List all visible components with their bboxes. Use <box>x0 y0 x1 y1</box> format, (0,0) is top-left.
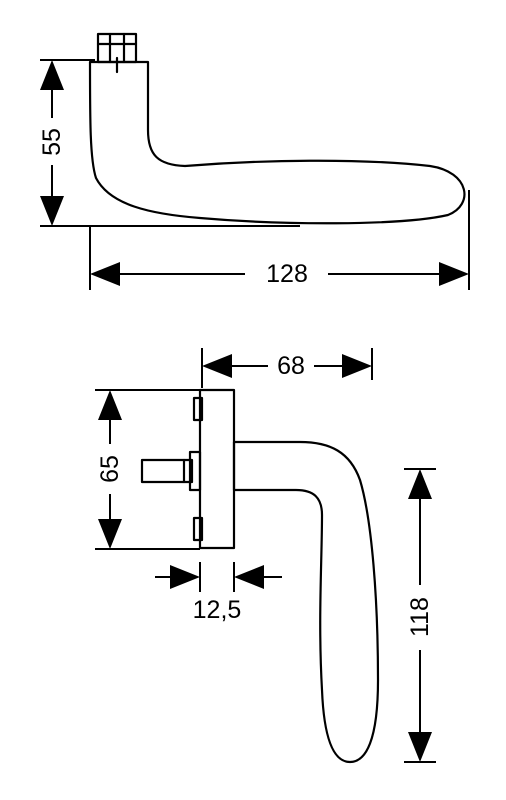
arrow-up <box>98 390 122 420</box>
screw-head-top <box>192 396 204 422</box>
top-view: 55 128 <box>38 32 470 290</box>
arrow-down <box>40 196 64 226</box>
dim-118: 118 <box>404 468 436 763</box>
spindle-square-top <box>96 32 138 74</box>
screw-head-bottom <box>192 516 204 542</box>
dim-65: 65 <box>95 389 200 550</box>
spindle <box>140 450 202 492</box>
rose-plate <box>192 388 236 550</box>
arrow-right <box>439 262 469 286</box>
arrow-left <box>234 565 264 589</box>
arrow-right <box>342 354 372 378</box>
arrow-up <box>40 60 64 90</box>
dim-label-68: 68 <box>277 352 305 380</box>
dim-12-5: 12,5 <box>155 562 282 624</box>
dim-68: 68 <box>201 348 373 388</box>
side-view: 68 65 12,5 <box>95 348 436 764</box>
dim-label-118: 118 <box>406 597 434 637</box>
dim-label-65: 65 <box>96 455 124 483</box>
dim-128: 128 <box>89 190 470 290</box>
dim-label-128: 128 <box>266 260 308 288</box>
arrow-right <box>170 565 200 589</box>
dim-label-12-5: 12,5 <box>193 596 242 624</box>
arrow-up <box>408 469 432 499</box>
dim-55: 55 <box>38 59 95 226</box>
dim-label-55: 55 <box>38 128 66 156</box>
arrow-down <box>98 519 122 549</box>
handle-profile-top <box>88 60 466 225</box>
lever-profile <box>232 440 380 764</box>
arrow-down <box>408 732 432 762</box>
arrow-left <box>202 354 232 378</box>
arrow-left <box>90 262 120 286</box>
